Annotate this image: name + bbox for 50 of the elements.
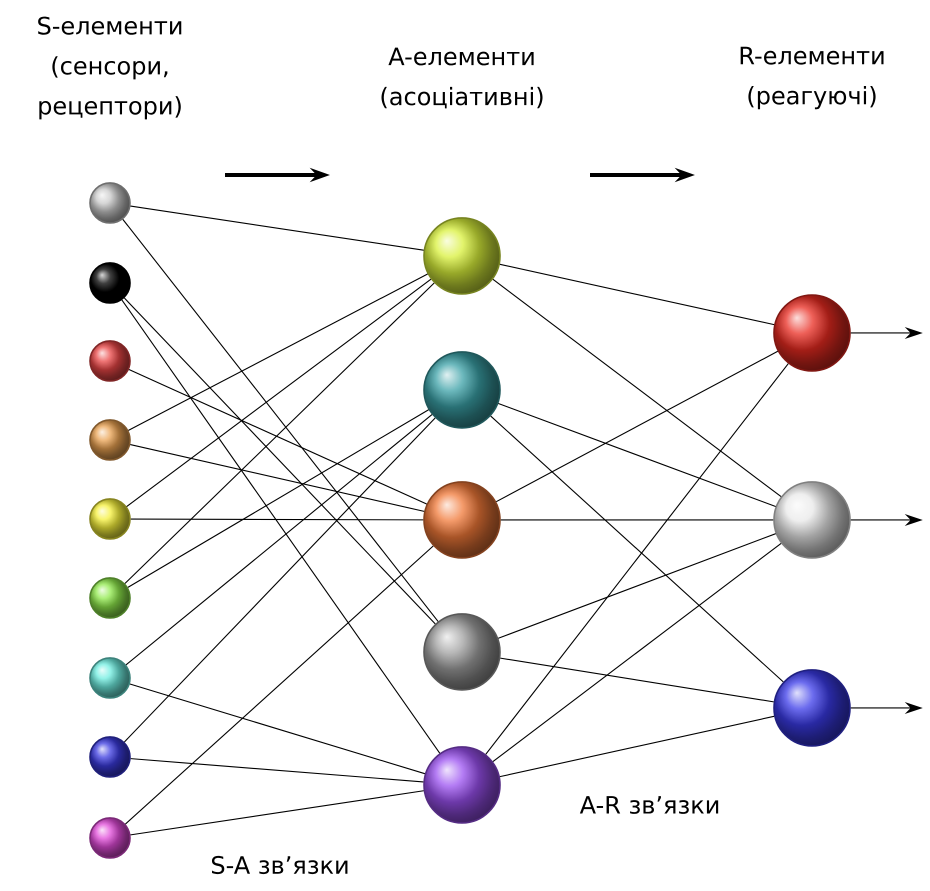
- neuron-ball: [423, 351, 501, 429]
- connection-line: [128, 409, 429, 588]
- connection-line: [500, 716, 774, 778]
- connection-line: [500, 658, 774, 702]
- connection-line: [492, 542, 782, 762]
- neuron-ball: [89, 419, 131, 461]
- connection-line: [126, 278, 432, 507]
- connection-line: [122, 219, 438, 622]
- connection-line: [500, 264, 774, 326]
- neuron-ball: [89, 340, 131, 382]
- heading: S-елементи (сенсори, рецептори): [38, 16, 182, 120]
- neuron-ball: [423, 481, 501, 559]
- connection-line: [125, 546, 434, 824]
- neuron-ball: [89, 736, 131, 778]
- connection-line: [124, 282, 435, 584]
- neuron-ball: [773, 481, 851, 559]
- neuron-ball: [773, 294, 851, 372]
- connection-line: [130, 518, 424, 520]
- heading: R-елементи (реагуючі): [740, 46, 884, 110]
- connection-line: [124, 418, 436, 742]
- connection-line: [130, 206, 424, 251]
- neuron-ball: [423, 746, 501, 824]
- heading: A-елементи (асоціативні): [382, 48, 543, 108]
- connection-line: [130, 444, 424, 512]
- connection-line: [492, 278, 782, 498]
- neuron-ball: [89, 657, 131, 699]
- connection-line: [500, 519, 774, 521]
- neuron-ball: [89, 182, 131, 224]
- neuron-ball: [89, 577, 131, 619]
- connection-line: [128, 369, 427, 505]
- connection-line: [130, 758, 424, 782]
- neuron-ball: [423, 217, 501, 295]
- connection-line: [122, 300, 440, 754]
- connection-line: [130, 790, 424, 836]
- connection-line: [490, 416, 784, 682]
- connection-line: [498, 533, 776, 639]
- connection-line: [496, 350, 778, 502]
- connection-line: [124, 298, 436, 624]
- neuron-ball: [89, 817, 131, 859]
- neuron-ball: [89, 498, 131, 540]
- connection-line: [130, 684, 426, 774]
- connection-line: [498, 402, 776, 507]
- caption: S-A зв’язки: [212, 856, 348, 874]
- neuron-ball: [773, 669, 851, 747]
- connection-line: [485, 363, 789, 755]
- connection-line: [128, 273, 428, 431]
- neuron-ball: [89, 262, 131, 304]
- caption: A-R зв’язки: [580, 796, 718, 814]
- neuron-ball: [423, 613, 501, 691]
- connection-line: [126, 414, 432, 666]
